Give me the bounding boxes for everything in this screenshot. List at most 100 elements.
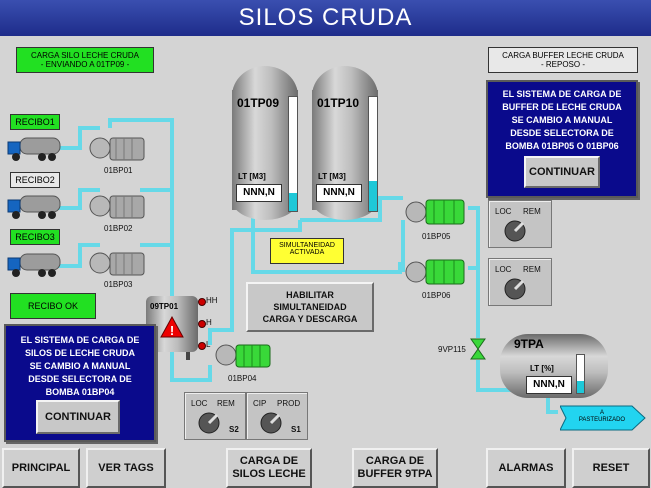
selector-s2-label: S2 xyxy=(229,425,239,434)
tank-9tpa-value: NNN,N xyxy=(526,376,572,394)
silo-01tp10-value: NNN,N xyxy=(316,184,362,202)
pump-label-01bp04: 01BP04 xyxy=(228,374,257,383)
recibo1-indicator: RECIBO1 xyxy=(10,114,60,130)
tank-9tpa[interactable]: 9TPA LT [%] NNN,N xyxy=(500,334,608,398)
nav-carga-buffer-button[interactable]: CARGA DE BUFFER 9TPA xyxy=(352,448,438,488)
tank-9tpa-unit: LT [%] xyxy=(530,364,554,373)
buffer-msg-line5: BOMBA 01BP05 O 01BP06 xyxy=(505,141,619,151)
tank-9tpa-level-bar xyxy=(576,354,585,394)
selector-loc-label: LOC xyxy=(495,207,512,216)
nav-principal-button[interactable]: PRINCIPAL xyxy=(2,448,80,488)
warning-icon: ! xyxy=(160,316,184,338)
silo-load-status: CARGA SILO LECHE CRUDA - ENVIANDO A 01TP… xyxy=(16,47,154,73)
silo-01tp10[interactable]: 01TP10 LT [M3] NNN,N xyxy=(312,66,378,220)
selector-rem-label: REM xyxy=(523,207,541,216)
rotary-switch-icon[interactable] xyxy=(503,219,527,243)
valve-icon[interactable] xyxy=(470,338,486,360)
nav-reset-button[interactable]: RESET xyxy=(572,448,650,488)
level-hh-label: HH xyxy=(206,296,218,305)
recibo-ok-indicator: RECIBO OK xyxy=(10,293,96,319)
svg-text:!: ! xyxy=(170,323,174,338)
pump-label-01bp05: 01BP05 xyxy=(422,232,451,241)
pump-icon[interactable] xyxy=(88,128,148,166)
habilitar-simultaneidad-button[interactable]: HABILITAR SIMULTANEIDAD CARGA Y DESCARGA xyxy=(246,282,374,332)
silo-msg-line5: BOMBA 01BP04 xyxy=(45,387,115,397)
selector-loc-label: LOC xyxy=(191,399,208,408)
silo-msg-line3: SE CAMBIO A MANUAL xyxy=(29,361,131,371)
habilitar-line2: SIMULTANEIDAD xyxy=(273,302,347,312)
buffer-continuar-button[interactable]: CONTINUAR xyxy=(524,156,600,188)
habilitar-line3: CARGA Y DESCARGA xyxy=(262,314,358,324)
destino-line1: A xyxy=(599,410,604,416)
silo-01tp09-value: NNN,N xyxy=(236,184,282,202)
destino-line2: PASTEURIZADO xyxy=(578,417,626,423)
recibo2-indicator: RECIBO2 xyxy=(10,172,60,188)
silo-msg-line2: SILOS DE LECHE CRUDA xyxy=(24,348,135,358)
buffer-load-status-line1: CARGA BUFFER LECHE CRUDA xyxy=(502,51,624,60)
tank-09tp01-name: 09TP01 xyxy=(150,302,179,311)
selector-01bp06[interactable]: LOC REM xyxy=(488,258,552,306)
destino-pasteurizado-arrow: A PASTEURIZADO xyxy=(560,404,646,432)
silo-01tp09[interactable]: 01TP09 LT [M3] NNN,N xyxy=(232,66,298,220)
silo-load-status-line1: CARGA SILO LECHE CRUDA xyxy=(30,51,140,60)
selector-loc-label: LOC xyxy=(495,265,512,274)
silo-01tp09-unit: LT [M3] xyxy=(238,172,266,181)
truck-icon xyxy=(7,195,61,219)
selector-s1-label: S1 xyxy=(291,425,301,434)
buffer-msg-line2: BUFFER DE LECHE CRUDA xyxy=(502,102,622,112)
tank-9tpa-name: 9TPA xyxy=(514,337,544,351)
nav-ver-tags-button[interactable]: VER TAGS xyxy=(86,448,166,488)
silo-msg-line4: DESDE SELECTORA DE xyxy=(28,374,132,384)
level-switch-hh-icon xyxy=(198,298,206,306)
level-h-label: H xyxy=(206,318,212,327)
simultaneidad-line1: SIMULTANEIDAD xyxy=(279,242,335,249)
level-switch-h-icon xyxy=(198,320,206,328)
selector-rem-label: REM xyxy=(217,399,235,408)
nav-alarmas-button[interactable]: ALARMAS xyxy=(486,448,566,488)
pump-icon[interactable] xyxy=(214,335,274,373)
silo-01tp10-unit: LT [M3] xyxy=(318,172,346,181)
pump-icon[interactable] xyxy=(404,192,468,230)
truck-icon xyxy=(7,253,61,277)
level-switch-l-icon xyxy=(198,342,206,350)
habilitar-line1: HABILITAR xyxy=(286,290,334,300)
pump-icon[interactable] xyxy=(88,243,148,281)
simultaneidad-indicator: SIMULTANEIDAD ACTIVADA xyxy=(270,238,344,264)
buffer-load-status: CARGA BUFFER LECHE CRUDA - REPOSO - xyxy=(488,47,638,73)
pump-label-01bp01: 01BP01 xyxy=(104,166,133,175)
truck-icon xyxy=(7,137,61,161)
silo-msg-line1: EL SISTEMA DE CARGA DE xyxy=(20,335,140,345)
selector-prod-label: PROD xyxy=(277,399,301,408)
silo-load-status-line2: - ENVIANDO A 01TP09 - xyxy=(40,60,130,69)
rotary-switch-icon[interactable] xyxy=(259,411,283,435)
buffer-load-status-line2: - REPOSO - xyxy=(540,60,585,69)
rotary-switch-icon[interactable] xyxy=(503,277,527,301)
buffer-manual-message-panel: EL SISTEMA DE CARGA DE BUFFER DE LECHE C… xyxy=(486,80,638,198)
selector-s1[interactable]: CIP PROD S1 xyxy=(246,392,308,440)
buffer-msg-line3: SE CAMBIO A MANUAL xyxy=(511,115,613,125)
silo-01tp10-name: 01TP10 xyxy=(317,96,360,110)
valve-label-9vp115: 9VP115 xyxy=(438,345,466,354)
page-title: SILOS CRUDA xyxy=(0,0,651,36)
silo-continuar-button[interactable]: CONTINUAR xyxy=(36,400,120,434)
pump-label-01bp02: 01BP02 xyxy=(104,224,133,233)
silo-manual-message-panel: EL SISTEMA DE CARGA DE SILOS DE LECHE CR… xyxy=(4,324,156,442)
nav-carga-silos-button[interactable]: CARGA DE SILOS LECHE xyxy=(226,448,312,488)
pump-icon[interactable] xyxy=(404,252,468,290)
selector-s2[interactable]: LOC REM S2 xyxy=(184,392,246,440)
buffer-msg-line1: EL SISTEMA DE CARGA DE xyxy=(502,89,622,99)
recibo3-indicator: RECIBO3 xyxy=(10,229,60,245)
simultaneidad-line2: ACTIVADA xyxy=(289,249,325,256)
silo-01tp09-name: 01TP09 xyxy=(237,96,280,110)
pump-label-01bp03: 01BP03 xyxy=(104,280,133,289)
rotary-switch-icon[interactable] xyxy=(197,411,221,435)
pump-icon[interactable] xyxy=(88,186,148,224)
pump-label-01bp06: 01BP06 xyxy=(422,291,451,300)
selector-cip-label: CIP xyxy=(253,399,267,408)
selector-01bp05[interactable]: LOC REM xyxy=(488,200,552,248)
silo-01tp10-level-bar xyxy=(368,96,378,212)
level-l-label: L xyxy=(206,340,211,349)
silo-01tp09-level-bar xyxy=(288,96,298,212)
buffer-msg-line4: DESDE SELECTORA DE xyxy=(510,128,614,138)
